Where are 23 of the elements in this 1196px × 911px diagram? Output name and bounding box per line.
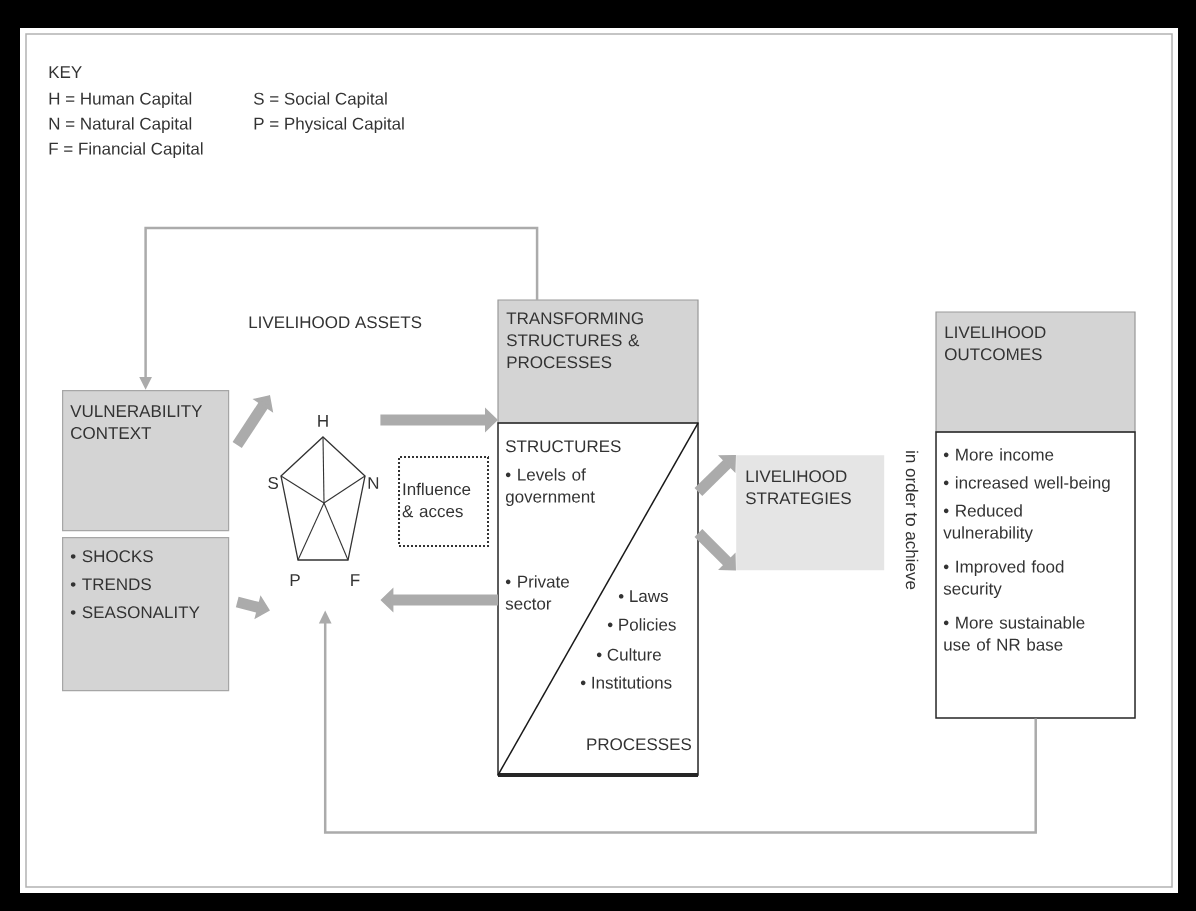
node-label: F xyxy=(351,574,360,586)
node-label: TRANSFORMING STRUCTURES & PROCESSES xyxy=(506,312,643,369)
key-text: S = Social Capital xyxy=(253,92,387,109)
key-text: P = Physical Capital xyxy=(254,117,404,134)
outcome-box: LIVELIHOOD OUTCOMES • More income • increased well-being • Reduced vulnerability • Improved food security • More sustainable use of NR base xyxy=(935,311,1136,719)
context-box: VULNERABILITY CONTEXT xyxy=(62,390,230,532)
node-label: H xyxy=(318,415,328,427)
block-arrow xyxy=(694,455,736,496)
node-label: LIVELIHOOD ASSETS xyxy=(249,316,422,329)
block-arrow xyxy=(694,529,736,571)
key-text: KEY xyxy=(49,66,82,78)
node-label: N xyxy=(368,477,379,489)
node-label: P xyxy=(290,574,300,586)
key-text: H = Human Capital xyxy=(49,92,192,109)
influence-box: Influence & acces xyxy=(398,456,489,547)
key-text: N = Natural Capital xyxy=(49,117,192,134)
context-box: • SHOCKS • TRENDS • SEASONALITY xyxy=(62,537,230,692)
process-box: TRANSFORMING STRUCTURES & PROCESSES STRUCTURES • Levels of government • Private sector • Laws • Policies • Culture • Institutions PROCESSES xyxy=(497,299,699,777)
key-text: F = Financial Capital xyxy=(49,142,203,159)
rotated-label: in order to achieve xyxy=(905,451,919,590)
node-label: LIVELIHOOD OUTCOMES xyxy=(945,326,1046,361)
node-label: S xyxy=(268,476,279,490)
strategy-box: LIVELIHOOD STRATEGIES xyxy=(736,455,885,571)
